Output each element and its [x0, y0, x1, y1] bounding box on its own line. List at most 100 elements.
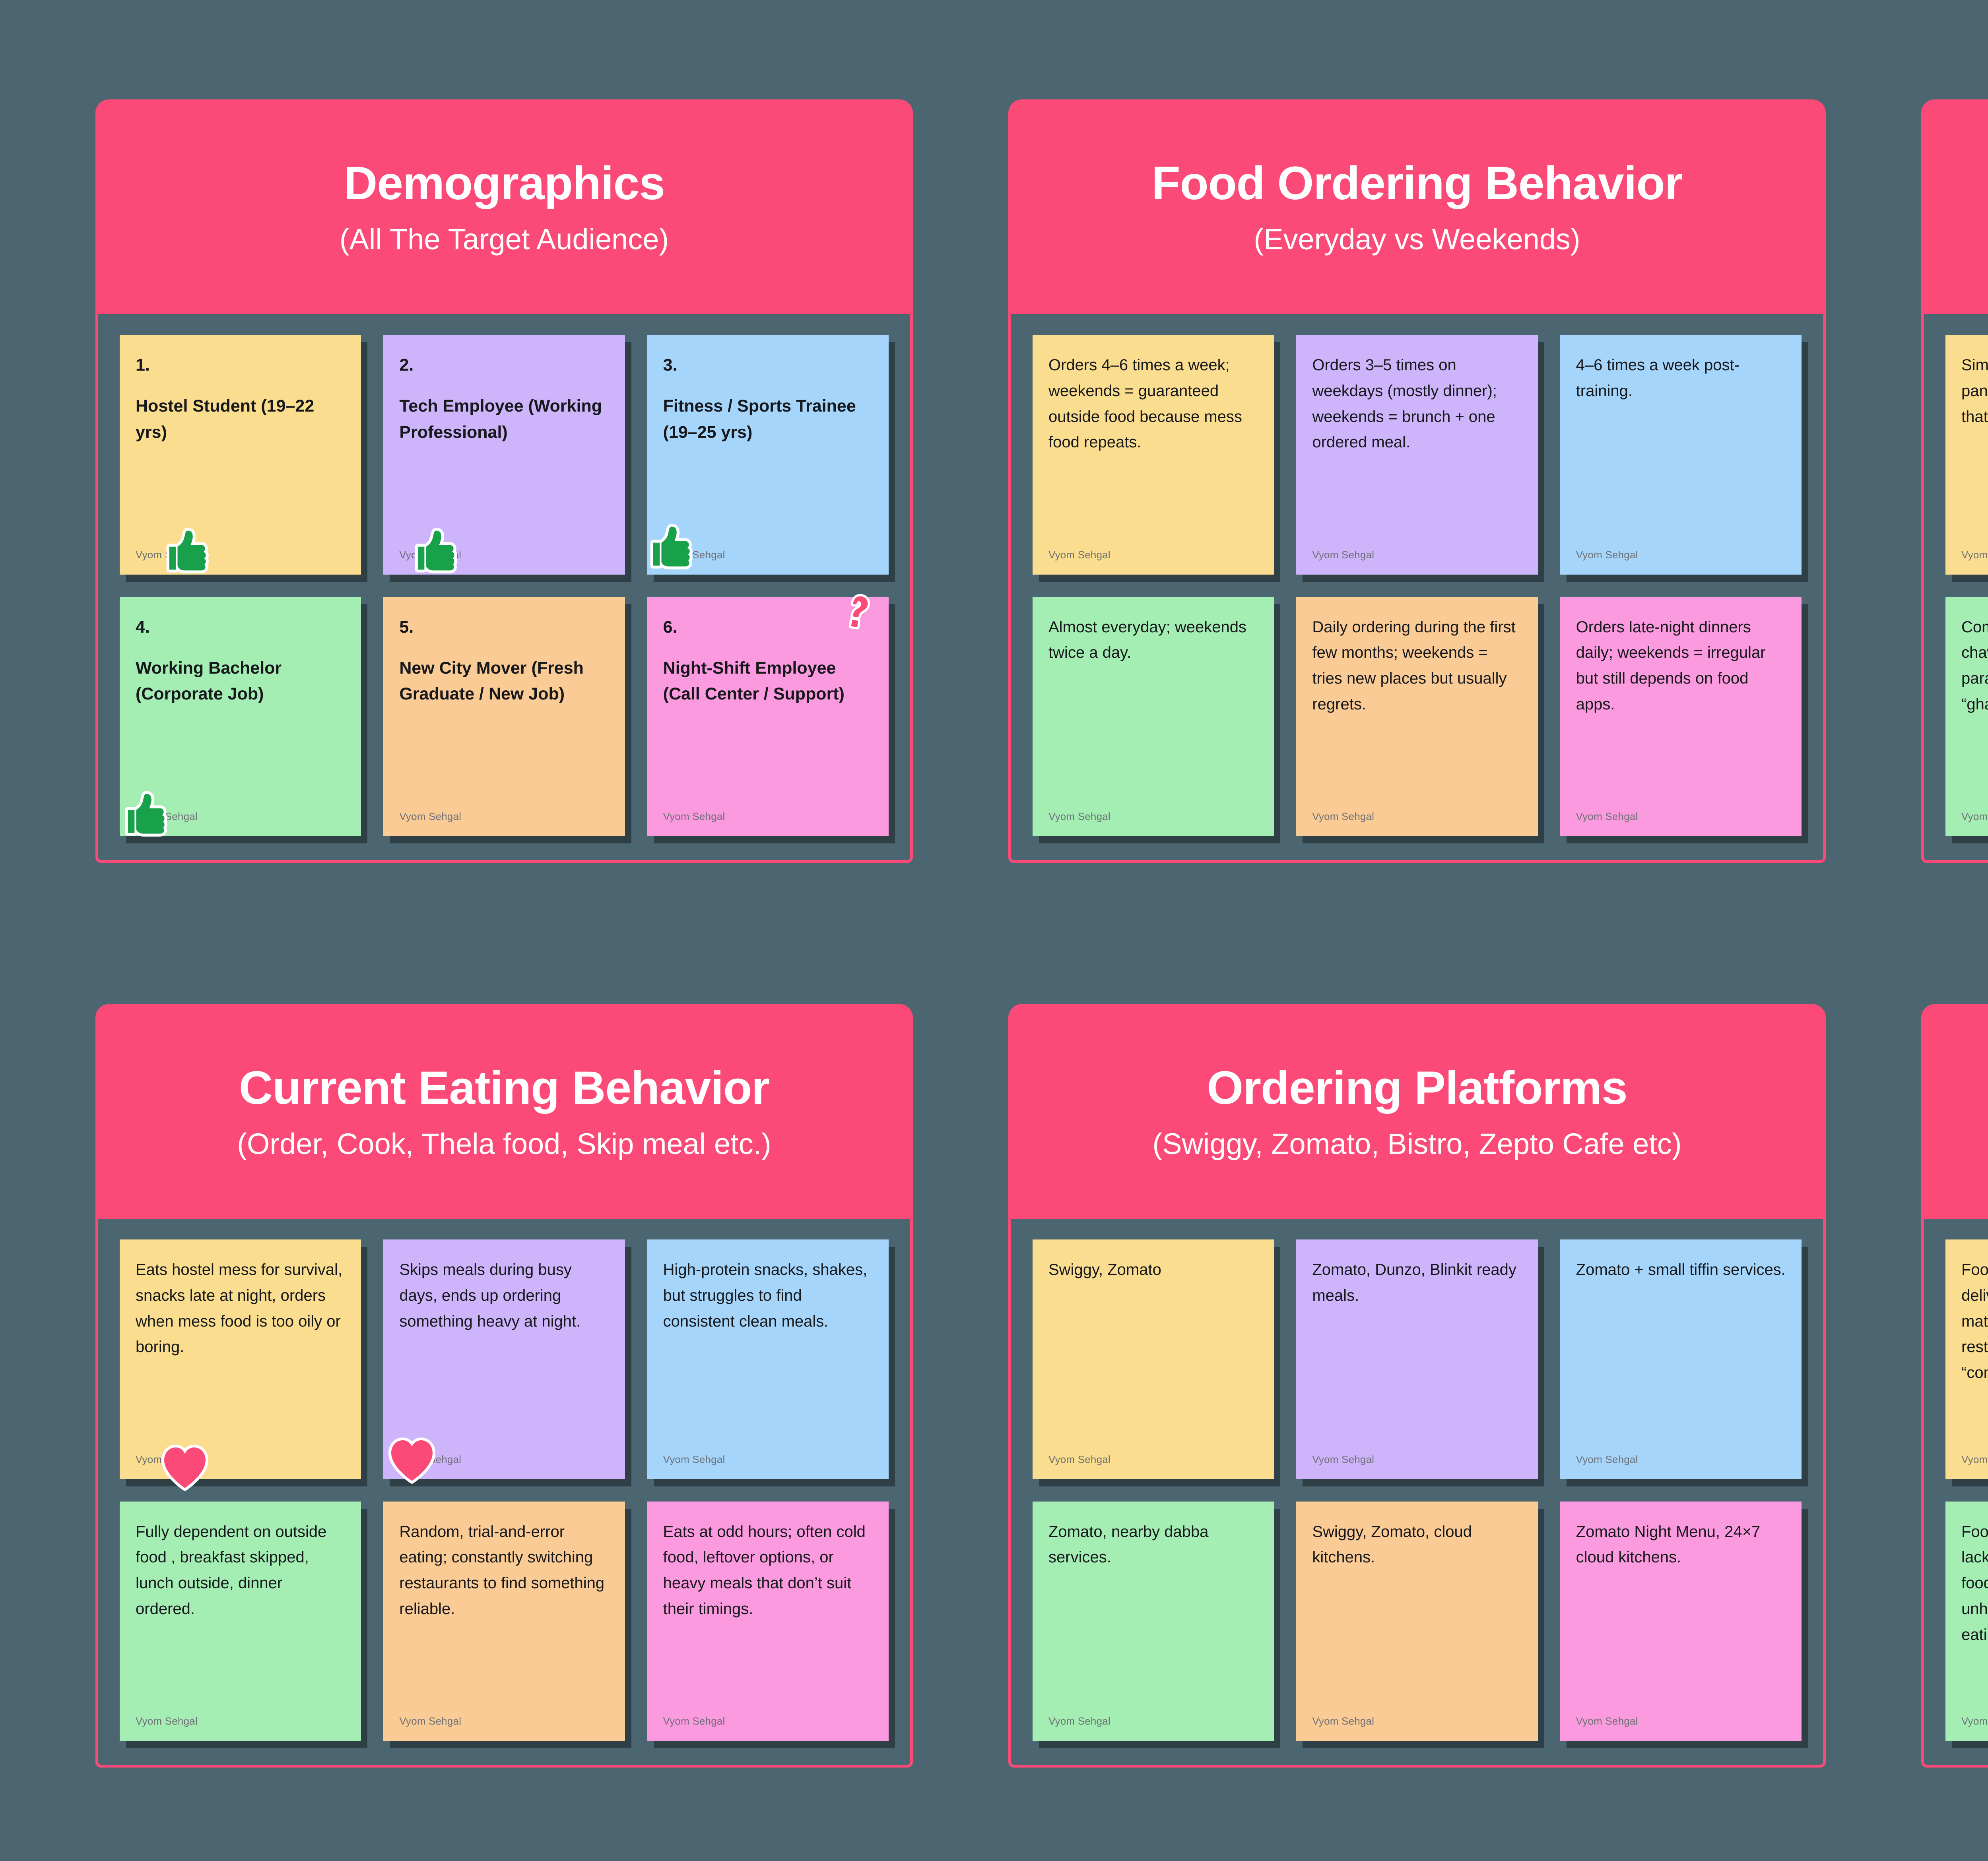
sticky-note[interactable]: Orders late-night dinners daily; weekend…: [1560, 596, 1802, 836]
note-row: Orders 4–6 times a week; weekends = guar…: [1033, 335, 1802, 575]
sticky-note[interactable]: Food is repetitive, overpriced, lacks th…: [1945, 1501, 1988, 1741]
panel-food-ordering-behavior: Food Ordering Behavior(Everyday vs Weeke…: [1008, 99, 1826, 863]
note-author: Vyom Sehgal: [399, 1715, 462, 1727]
panel-current-eating-behavior: Current Eating Behavior (Order, Cook, The…: [95, 1004, 913, 1768]
panel-body-food-ordering-behavior: Orders 4–6 times a week; weekends = guar…: [1008, 314, 1826, 863]
note-author: Vyom Sehgal: [1048, 548, 1110, 561]
panel-ordering-platforms: Ordering Platforms (Swiggy, Zomato, Bistr…: [1008, 1004, 1826, 1768]
sticky-note[interactable]: Orders 3–5 times on weekdays (mostly din…: [1296, 335, 1538, 575]
note-text: Night-Shift Employee (Call Center / Supp…: [663, 658, 845, 704]
note-author: Vyom Sehgal: [136, 810, 198, 822]
note-author: Vyom Sehgal: [1576, 810, 1638, 822]
note-text: Zomato, nearby dabba services.: [1048, 1523, 1209, 1566]
sticky-note[interactable]: 2.Tech Employee (Working Professional)Vy…: [383, 335, 625, 575]
note-text: 4–6 times a week post-training.: [1576, 356, 1740, 400]
note-author: Vyom Sehgal: [1312, 1453, 1375, 1465]
note-author: Vyom Sehgal: [1048, 1715, 1110, 1727]
panel-title: Ordering Platforms: [1207, 1061, 1627, 1114]
note-row: 1. Hostel Student (19–22 yrs) Vyom Sehgal 2…: [120, 335, 889, 575]
sticky-note[interactable]: Almost everyday; weekends twice a day.Vy…: [1033, 596, 1274, 836]
note-text: Eats hostel mess for survival, snacks la…: [136, 1261, 343, 1356]
sticky-note[interactable]: Swiggy, Zomato, cloud kitchens. Vyom Sehg…: [1296, 1501, 1538, 1741]
note-author: Vyom Sehgal: [1576, 548, 1638, 561]
panel-demographics: Demographics(All The Target Audience) 1. H…: [95, 99, 913, 863]
sticky-note[interactable]: Zomato, Dunzo, Blinkit ready meals. Vyom …: [1296, 1239, 1538, 1479]
note-text: Simple dal-chawal, roti-sabzi, paneer, l…: [1961, 356, 1988, 425]
panel-subtitle: (Order, Cook, Thela food, Skip meal etc.…: [237, 1127, 771, 1161]
sticky-note[interactable]: Random, trial-and-error eating; constant…: [383, 1501, 625, 1741]
note-author: Vyom Sehgal: [1312, 1715, 1375, 1727]
note-text: Comfort dishes, rajma chawal, kadhi, alo…: [1961, 618, 1988, 713]
sticky-note[interactable]: 6.Night-Shift Employee (Call Center / Su…: [647, 594, 889, 836]
sticky-note[interactable]: Eats hostel mess for survival, snacks la…: [120, 1239, 361, 1491]
sticky-note[interactable]: Zomato + small tiffin services. Vyom Sehg…: [1560, 1239, 1802, 1479]
note-text: High-protein snacks, shakes, but struggl…: [663, 1261, 868, 1330]
note-text: Zomato, Dunzo, Blinkit ready meals.: [1312, 1261, 1516, 1304]
sticky-note[interactable]: 5.New City Mover (Fresh Graduate / New J…: [383, 596, 625, 836]
note-author: Vyom Sehgal: [1576, 1453, 1638, 1465]
sticky-note[interactable]: Orders 4–6 times a week; weekends = guar…: [1033, 335, 1274, 575]
note-author: Vyom Sehgal: [1312, 548, 1375, 561]
note-text: Orders 4–6 times a week; weekends = guar…: [1048, 356, 1242, 451]
panel-body-pain-points: Food is too oily, too spicy, delivery ti…: [1921, 1219, 1988, 1768]
note-row: Comfort dishes, rajma chawal, kadhi, alo…: [1945, 596, 1988, 836]
note-text: Swiggy, Zomato, cloud kitchens.: [1312, 1523, 1472, 1566]
note-text: Zomato Night Menu, 24×7 cloud kitchens.: [1576, 1523, 1761, 1566]
note-index: 2.: [399, 355, 414, 375]
sticky-note[interactable]: Eats at odd hours; often cold food, left…: [647, 1501, 889, 1741]
note-author: Vyom Sehgal: [1961, 548, 1988, 561]
note-text: Random, trial-and-error eating; constant…: [399, 1523, 605, 1618]
note-text: Daily ordering during the first few mont…: [1312, 618, 1516, 713]
note-author: Vyom Sehgal: [1048, 1453, 1110, 1465]
sticky-note[interactable]: 3. Fitness / Sports Trainee (19–25 yrs) Vy…: [647, 335, 889, 575]
note-row: Almost everyday; weekends twice a day.Vy…: [1033, 596, 1802, 836]
note-text: Swiggy, Zomato: [1048, 1261, 1161, 1278]
note-author: Vyom Sehgal: [663, 810, 725, 822]
sticky-note[interactable]: Zomato, nearby dabba services. Vyom Sehga…: [1033, 1501, 1274, 1741]
note-text: Skips meals during busy days, ends up or…: [399, 1261, 581, 1330]
note-author: Vyom Sehgal: [663, 548, 725, 561]
note-index: 4.: [136, 617, 150, 637]
note-row: Food is repetitive, overpriced, lacks th…: [1945, 1501, 1988, 1741]
sticky-note[interactable]: Comfort dishes, rajma chawal, kadhi, alo…: [1945, 596, 1988, 836]
note-author: Vyom Sehgal: [1961, 1715, 1988, 1727]
panel-title: Current Eating Behavior: [239, 1061, 770, 1114]
note-index: 3.: [663, 355, 678, 375]
note-author: Vyom Sehgal: [663, 1715, 725, 1727]
sticky-note[interactable]: Daily ordering during the first few mont…: [1296, 596, 1538, 836]
sticky-note[interactable]: 1. Hostel Student (19–22 yrs) Vyom Sehgal: [120, 335, 361, 575]
note-author: Vyom Sehgal: [136, 1453, 198, 1465]
panel-subtitle: (All The Target Audience): [339, 223, 669, 256]
panel-body-demographics: 1. Hostel Student (19–22 yrs) Vyom Sehgal 2…: [95, 314, 913, 863]
note-author: Vyom Sehgal: [136, 548, 198, 561]
panel-subtitle: (Everyday vs Weekends): [1254, 223, 1580, 256]
sticky-note[interactable]: 4–6 times a week post-training. Vyom Sehg…: [1560, 335, 1802, 575]
note-text: Fitness / Sports Trainee (19–25 yrs): [663, 396, 856, 442]
note-text: Orders 3–5 times on weekdays (mostly din…: [1312, 356, 1497, 451]
sticky-note[interactable]: Zomato Night Menu, 24×7 cloud kitchens.V…: [1560, 1501, 1802, 1741]
note-row: 4.Working Bachelor (Corporate Job)Vyom S…: [120, 594, 889, 837]
note-author: Vyom Sehgal: [399, 1453, 462, 1465]
sticky-note[interactable]: High-protein snacks, shakes, but struggl…: [647, 1239, 889, 1479]
note-index: 1.: [136, 355, 150, 375]
sticky-note[interactable]: Simple dal-chawal, roti-sabzi, paneer, l…: [1945, 335, 1988, 575]
sticky-note[interactable]: Skips meals during busy days, ends up or…: [383, 1239, 625, 1484]
panel-loves-eating: What he/she loves Eating(most ordered It…: [1921, 99, 1988, 863]
note-row: Fully dependent on outside food , breakf…: [120, 1501, 889, 1741]
panel-header-pain-points: Pain Points(About current ordering habit…: [1921, 1004, 1988, 1219]
note-author: Vyom Sehgal: [1961, 1453, 1988, 1465]
note-index: 5.: [399, 617, 414, 637]
note-text: Zomato + small tiffin services.: [1576, 1261, 1786, 1278]
note-text: Hostel Student (19–22 yrs): [136, 396, 315, 442]
panel-pain-points: Pain Points(About current ordering habit…: [1921, 1004, 1988, 1768]
panel-subtitle: (Swiggy, Zomato, Bistro, Zepto Cafe etc): [1152, 1127, 1682, 1161]
note-author: Vyom Sehgal: [136, 1715, 198, 1727]
sticky-note[interactable]: Food is too oily, too spicy, delivery ti…: [1945, 1239, 1988, 1479]
sticky-note[interactable]: Fully dependent on outside food , breakf…: [120, 1501, 361, 1741]
note-author: Vyom Sehgal: [1048, 810, 1110, 822]
sticky-note[interactable]: 4.Working Bachelor (Corporate Job)Vyom S…: [120, 596, 361, 837]
panel-header-demographics: Demographics(All The Target Audience): [95, 99, 913, 314]
